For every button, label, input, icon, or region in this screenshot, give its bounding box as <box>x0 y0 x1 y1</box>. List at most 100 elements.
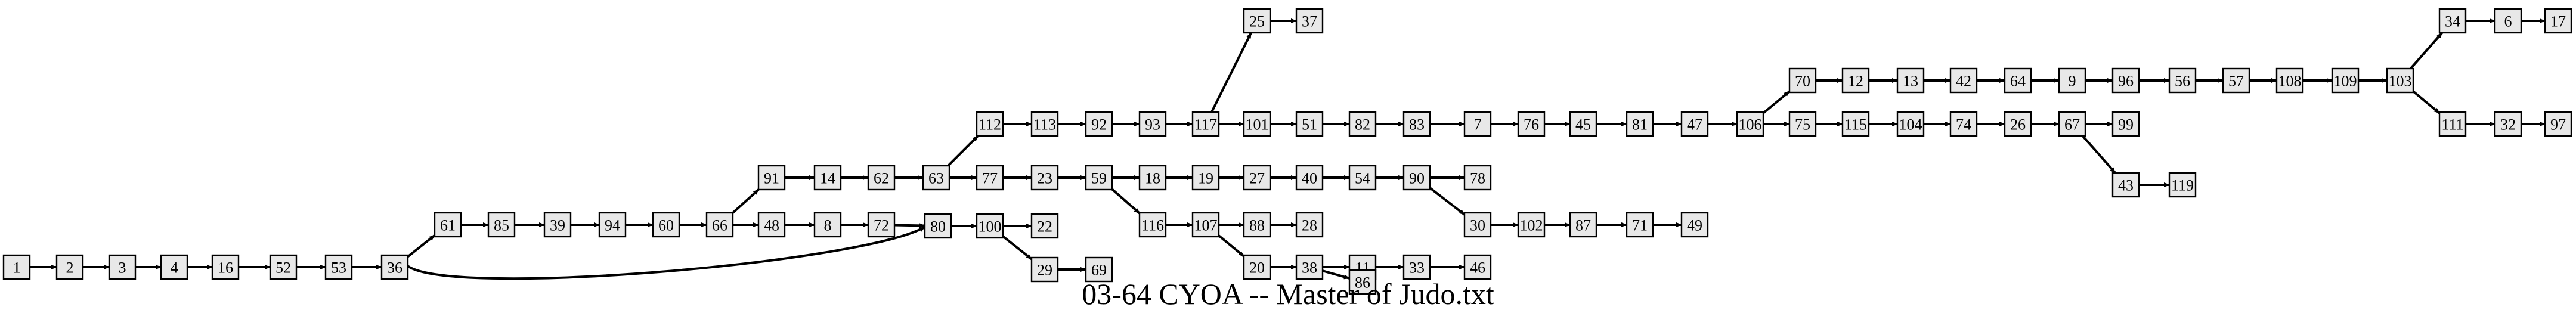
node-label-101: 101 <box>1246 116 1269 134</box>
edge-107-to-20 <box>1218 234 1245 258</box>
node-4: 4 <box>160 254 188 280</box>
node-label-83: 83 <box>1409 116 1425 134</box>
node-label-74: 74 <box>1956 116 1971 134</box>
node-label-113: 113 <box>1033 116 1056 134</box>
node-69: 69 <box>1085 256 1113 283</box>
node-label-88: 88 <box>1249 217 1265 234</box>
node-label-8: 8 <box>824 217 832 234</box>
edge-90-to-30 <box>1429 187 1466 216</box>
node-label-62: 62 <box>874 170 889 187</box>
node-45: 45 <box>1569 111 1597 137</box>
node-88: 88 <box>1243 212 1271 238</box>
node-box-74 <box>1949 111 1978 137</box>
node-53: 53 <box>324 254 353 280</box>
node-20: 20 <box>1243 254 1271 280</box>
edge-67-to-43 <box>2082 135 2116 174</box>
node-87: 87 <box>1569 212 1597 238</box>
edge-59-to-116 <box>1111 188 1141 215</box>
node-label-71: 71 <box>1632 217 1648 234</box>
node-104: 104 <box>1896 111 1925 137</box>
node-label-30: 30 <box>1470 217 1485 234</box>
node-box-80 <box>924 213 952 239</box>
node-box-37 <box>1295 8 1324 34</box>
node-49: 49 <box>1680 212 1709 238</box>
node-label-96: 96 <box>2118 73 2134 90</box>
node-56: 56 <box>2168 67 2197 94</box>
node-box-112 <box>976 111 1004 137</box>
node-box-88 <box>1243 212 1271 238</box>
node-96: 96 <box>2111 67 2140 94</box>
node-60: 60 <box>652 212 680 238</box>
edge-66-to-91 <box>732 188 760 214</box>
node-box-6 <box>2494 8 2522 34</box>
node-box-20 <box>1243 254 1271 280</box>
node-90: 90 <box>1402 165 1431 191</box>
node-label-76: 76 <box>1524 116 1539 134</box>
node-42: 42 <box>1949 67 1978 94</box>
node-label-63: 63 <box>928 170 944 187</box>
edges-layer <box>30 18 2546 280</box>
node-box-13 <box>1896 67 1925 94</box>
node-label-53: 53 <box>331 259 346 277</box>
edge-103-to-34 <box>2410 32 2443 70</box>
node-label-91: 91 <box>764 170 779 187</box>
node-14: 14 <box>813 165 842 191</box>
node-label-2: 2 <box>66 259 74 277</box>
node-box-97 <box>2544 111 2572 137</box>
node-box-3 <box>108 254 137 280</box>
node-box-75 <box>1788 111 1817 137</box>
node-label-111: 111 <box>2441 116 2463 134</box>
node-label-17: 17 <box>2550 13 2566 30</box>
node-box-78 <box>1463 165 1492 191</box>
node-92: 92 <box>1085 111 1113 137</box>
node-label-107: 107 <box>1194 217 1218 234</box>
node-67: 67 <box>2058 111 2086 137</box>
node-label-49: 49 <box>1687 217 1702 234</box>
node-label-36: 36 <box>387 259 402 277</box>
node-box-53 <box>324 254 353 280</box>
node-22: 22 <box>1030 213 1059 239</box>
node-75: 75 <box>1788 111 1817 137</box>
node-101: 101 <box>1243 111 1271 137</box>
node-109: 109 <box>2331 67 2360 94</box>
node-label-69: 69 <box>1091 262 1107 279</box>
node-label-25: 25 <box>1249 13 1265 30</box>
node-label-82: 82 <box>1355 116 1370 134</box>
node-box-28 <box>1295 212 1324 238</box>
node-label-67: 67 <box>2064 116 2080 134</box>
node-112: 112 <box>976 111 1004 137</box>
node-box-49 <box>1680 212 1709 238</box>
node-box-108 <box>2275 67 2304 94</box>
node-39: 39 <box>543 212 572 238</box>
node-box-36 <box>380 254 409 280</box>
node-80: 80 <box>924 213 952 239</box>
node-box-66 <box>705 212 734 238</box>
node-label-102: 102 <box>1520 217 1543 234</box>
node-box-22 <box>1030 213 1059 239</box>
node-label-61: 61 <box>440 217 456 234</box>
node-106: 106 <box>1736 111 1764 137</box>
node-box-63 <box>922 165 950 191</box>
node-label-22: 22 <box>1037 218 1052 236</box>
node-label-54: 54 <box>1355 170 1370 187</box>
node-box-29 <box>1030 256 1059 283</box>
node-box-91 <box>757 165 786 191</box>
node-box-39 <box>543 212 572 238</box>
node-label-64: 64 <box>2010 73 2026 90</box>
node-label-115: 115 <box>1844 116 1867 134</box>
node-34: 34 <box>2438 8 2467 34</box>
node-36: 36 <box>380 254 409 280</box>
node-label-43: 43 <box>2118 177 2134 194</box>
node-box-17 <box>2544 8 2572 34</box>
node-38: 38 <box>1295 254 1324 280</box>
node-label-87: 87 <box>1575 217 1591 234</box>
node-94: 94 <box>598 212 627 238</box>
edge-38-to-86 <box>1322 269 1350 280</box>
node-46: 46 <box>1463 254 1492 280</box>
node-label-108: 108 <box>2278 73 2302 90</box>
node-box-33 <box>1402 254 1431 280</box>
node-box-64 <box>2004 67 2032 94</box>
node-label-13: 13 <box>1903 73 1918 90</box>
node-54: 54 <box>1348 165 1377 191</box>
node-label-116: 116 <box>1141 217 1164 234</box>
